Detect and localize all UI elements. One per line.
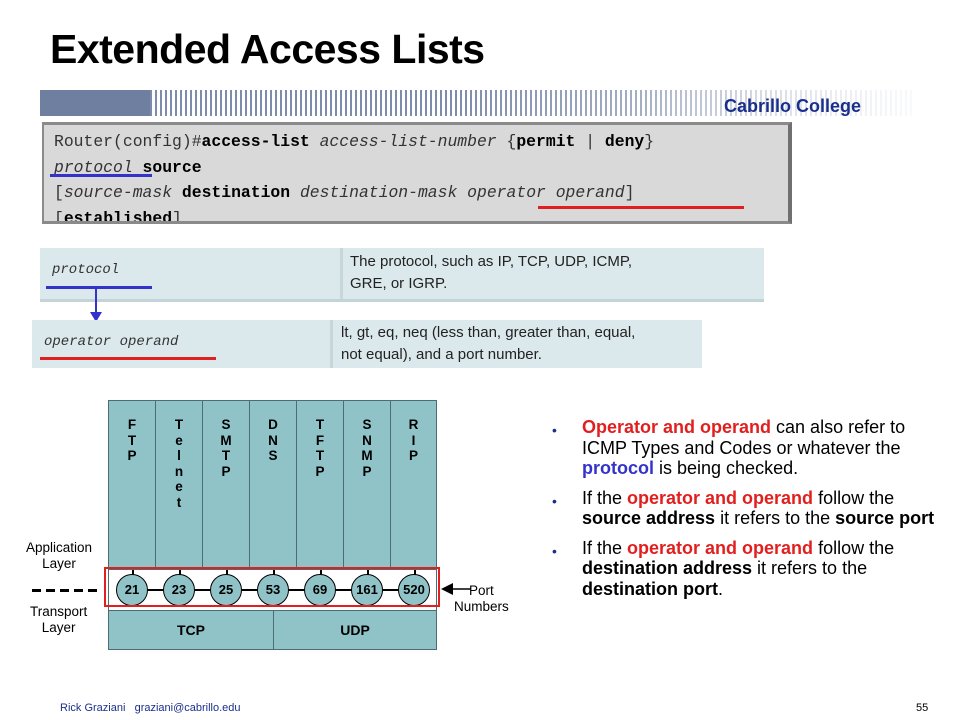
port-161: 161 bbox=[351, 574, 383, 606]
operator-underline-red bbox=[538, 206, 744, 209]
layer-boundary-dashes bbox=[32, 589, 102, 592]
protocol-desc-cell: The protocol, such as IP, TCP, UDP, ICMP… bbox=[350, 251, 760, 295]
port-520: 520 bbox=[398, 574, 430, 606]
bullet-item-2: • If the operator and operand follow the… bbox=[552, 487, 935, 529]
bullet-icon: • bbox=[552, 542, 557, 559]
brand-logo-text: Cabrillo College bbox=[724, 96, 862, 116]
protocol-term-underline-blue bbox=[46, 286, 152, 289]
syntax-line-1: Router(config)#access-list access-list-n… bbox=[54, 129, 778, 155]
operator-desc-line-1: lt, gt, eq, neq (less than, greater than… bbox=[341, 324, 636, 341]
bullet-list: • Operator and operand can also refer to… bbox=[552, 417, 942, 608]
operator-term: operator operand bbox=[44, 334, 179, 350]
protocol-desc-line-1: The protocol, such as IP, TCP, UDP, ICMP… bbox=[350, 253, 633, 270]
syntax-bracket-close-2: ] bbox=[172, 208, 182, 224]
bullet-icon: • bbox=[552, 492, 557, 509]
footer-author-name: Rick Graziani bbox=[60, 702, 126, 714]
port-23: 23 bbox=[163, 574, 195, 606]
syntax-line-3: [source-mask destination destination-mas… bbox=[54, 180, 778, 206]
operator-desc-cell: lt, gt, eq, neq (less than, greater than… bbox=[341, 322, 701, 366]
header-bar bbox=[40, 90, 914, 116]
syntax-established: established bbox=[63, 208, 173, 224]
operator-desc-line-2: not equal), and a port number. bbox=[341, 346, 542, 363]
syntax-operand: operand bbox=[555, 183, 625, 202]
syntax-pipe: | bbox=[575, 132, 605, 151]
operator-description-row: operator operand lt, gt, eq, neq (less t… bbox=[32, 320, 702, 368]
syntax-line-4: [established] bbox=[54, 206, 778, 224]
slide-title: Extended Access Lists bbox=[50, 26, 485, 72]
syntax-deny: deny bbox=[604, 132, 645, 151]
syntax-bracket-close: ] bbox=[624, 183, 635, 202]
syntax-num: access-list-number bbox=[319, 132, 497, 151]
syntax-source-mask: source-mask bbox=[63, 183, 173, 202]
page-number: 55 bbox=[916, 702, 929, 714]
syntax-bracket-open-2: [ bbox=[54, 208, 64, 224]
protocol-underline-blue bbox=[50, 174, 152, 177]
protocol-term: protocol bbox=[52, 262, 120, 278]
syntax-line-2: protocol source bbox=[54, 155, 778, 181]
syntax-protocol: protocol bbox=[54, 157, 133, 177]
bullet-item-1: • Operator and operand can also refer to… bbox=[552, 417, 906, 478]
port-69: 69 bbox=[304, 574, 336, 606]
bullet-item-3: • If the operator and operand follow the… bbox=[552, 537, 895, 599]
syntax-operator: operator bbox=[467, 183, 546, 202]
protocol-row-divider bbox=[340, 248, 343, 299]
syntax-source: source bbox=[142, 157, 202, 177]
port-53: 53 bbox=[257, 574, 289, 606]
header-bar-fade bbox=[640, 90, 914, 116]
footer-email[interactable]: graziani@cabrillo.edu bbox=[134, 702, 241, 714]
protocol-term-cell: protocol bbox=[40, 248, 340, 299]
down-arrow-icon bbox=[90, 288, 102, 322]
header-bar-solid bbox=[40, 90, 150, 116]
syntax-destination: destination bbox=[181, 183, 291, 202]
left-arrow-icon bbox=[441, 583, 471, 595]
tcp-block: TCP bbox=[108, 610, 274, 650]
port-25: 25 bbox=[210, 574, 242, 606]
syntax-cmd: access-list bbox=[201, 132, 310, 151]
protocol-desc-line-2: GRE, or IGRP. bbox=[350, 275, 448, 292]
udp-block: UDP bbox=[273, 610, 437, 650]
syntax-permit: permit bbox=[516, 132, 576, 151]
port-21: 21 bbox=[116, 574, 148, 606]
syntax-prompt: Router(config)# bbox=[54, 132, 202, 151]
syntax-destination-mask: destination-mask bbox=[299, 183, 458, 202]
syntax-brace-open: { bbox=[496, 132, 517, 151]
port-highlight-box bbox=[104, 567, 440, 607]
syntax-bracket-open: [ bbox=[54, 183, 64, 202]
syntax-brace-close: } bbox=[644, 132, 655, 151]
bullet-icon: • bbox=[552, 422, 557, 438]
footer-author: Rick Graziani graziani@cabrillo.edu bbox=[60, 702, 241, 714]
operator-term-underline-red bbox=[40, 357, 216, 360]
protocol-description-row: protocol The protocol, such as IP, TCP, … bbox=[40, 248, 764, 302]
operator-row-divider bbox=[330, 320, 333, 368]
